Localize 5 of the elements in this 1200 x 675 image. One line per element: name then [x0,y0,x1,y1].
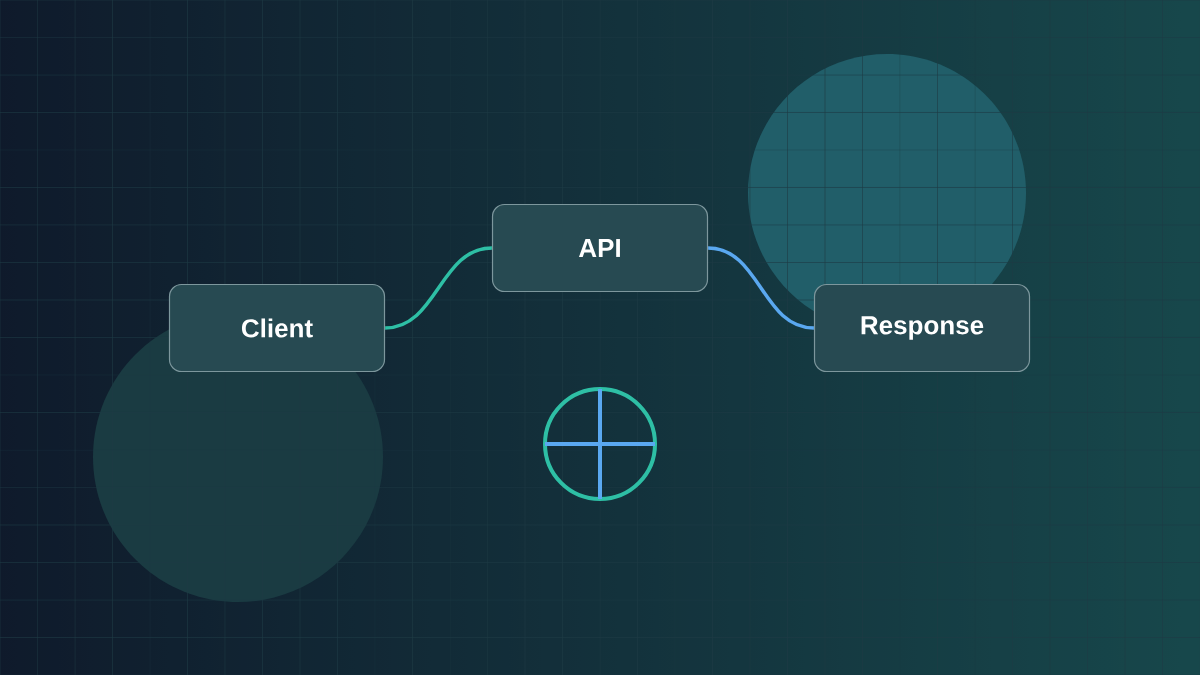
process-box: Client [168,283,386,373]
process-box: Response [813,283,1031,373]
connector [707,246,815,330]
connector [384,246,493,330]
process-box: API [491,203,709,293]
